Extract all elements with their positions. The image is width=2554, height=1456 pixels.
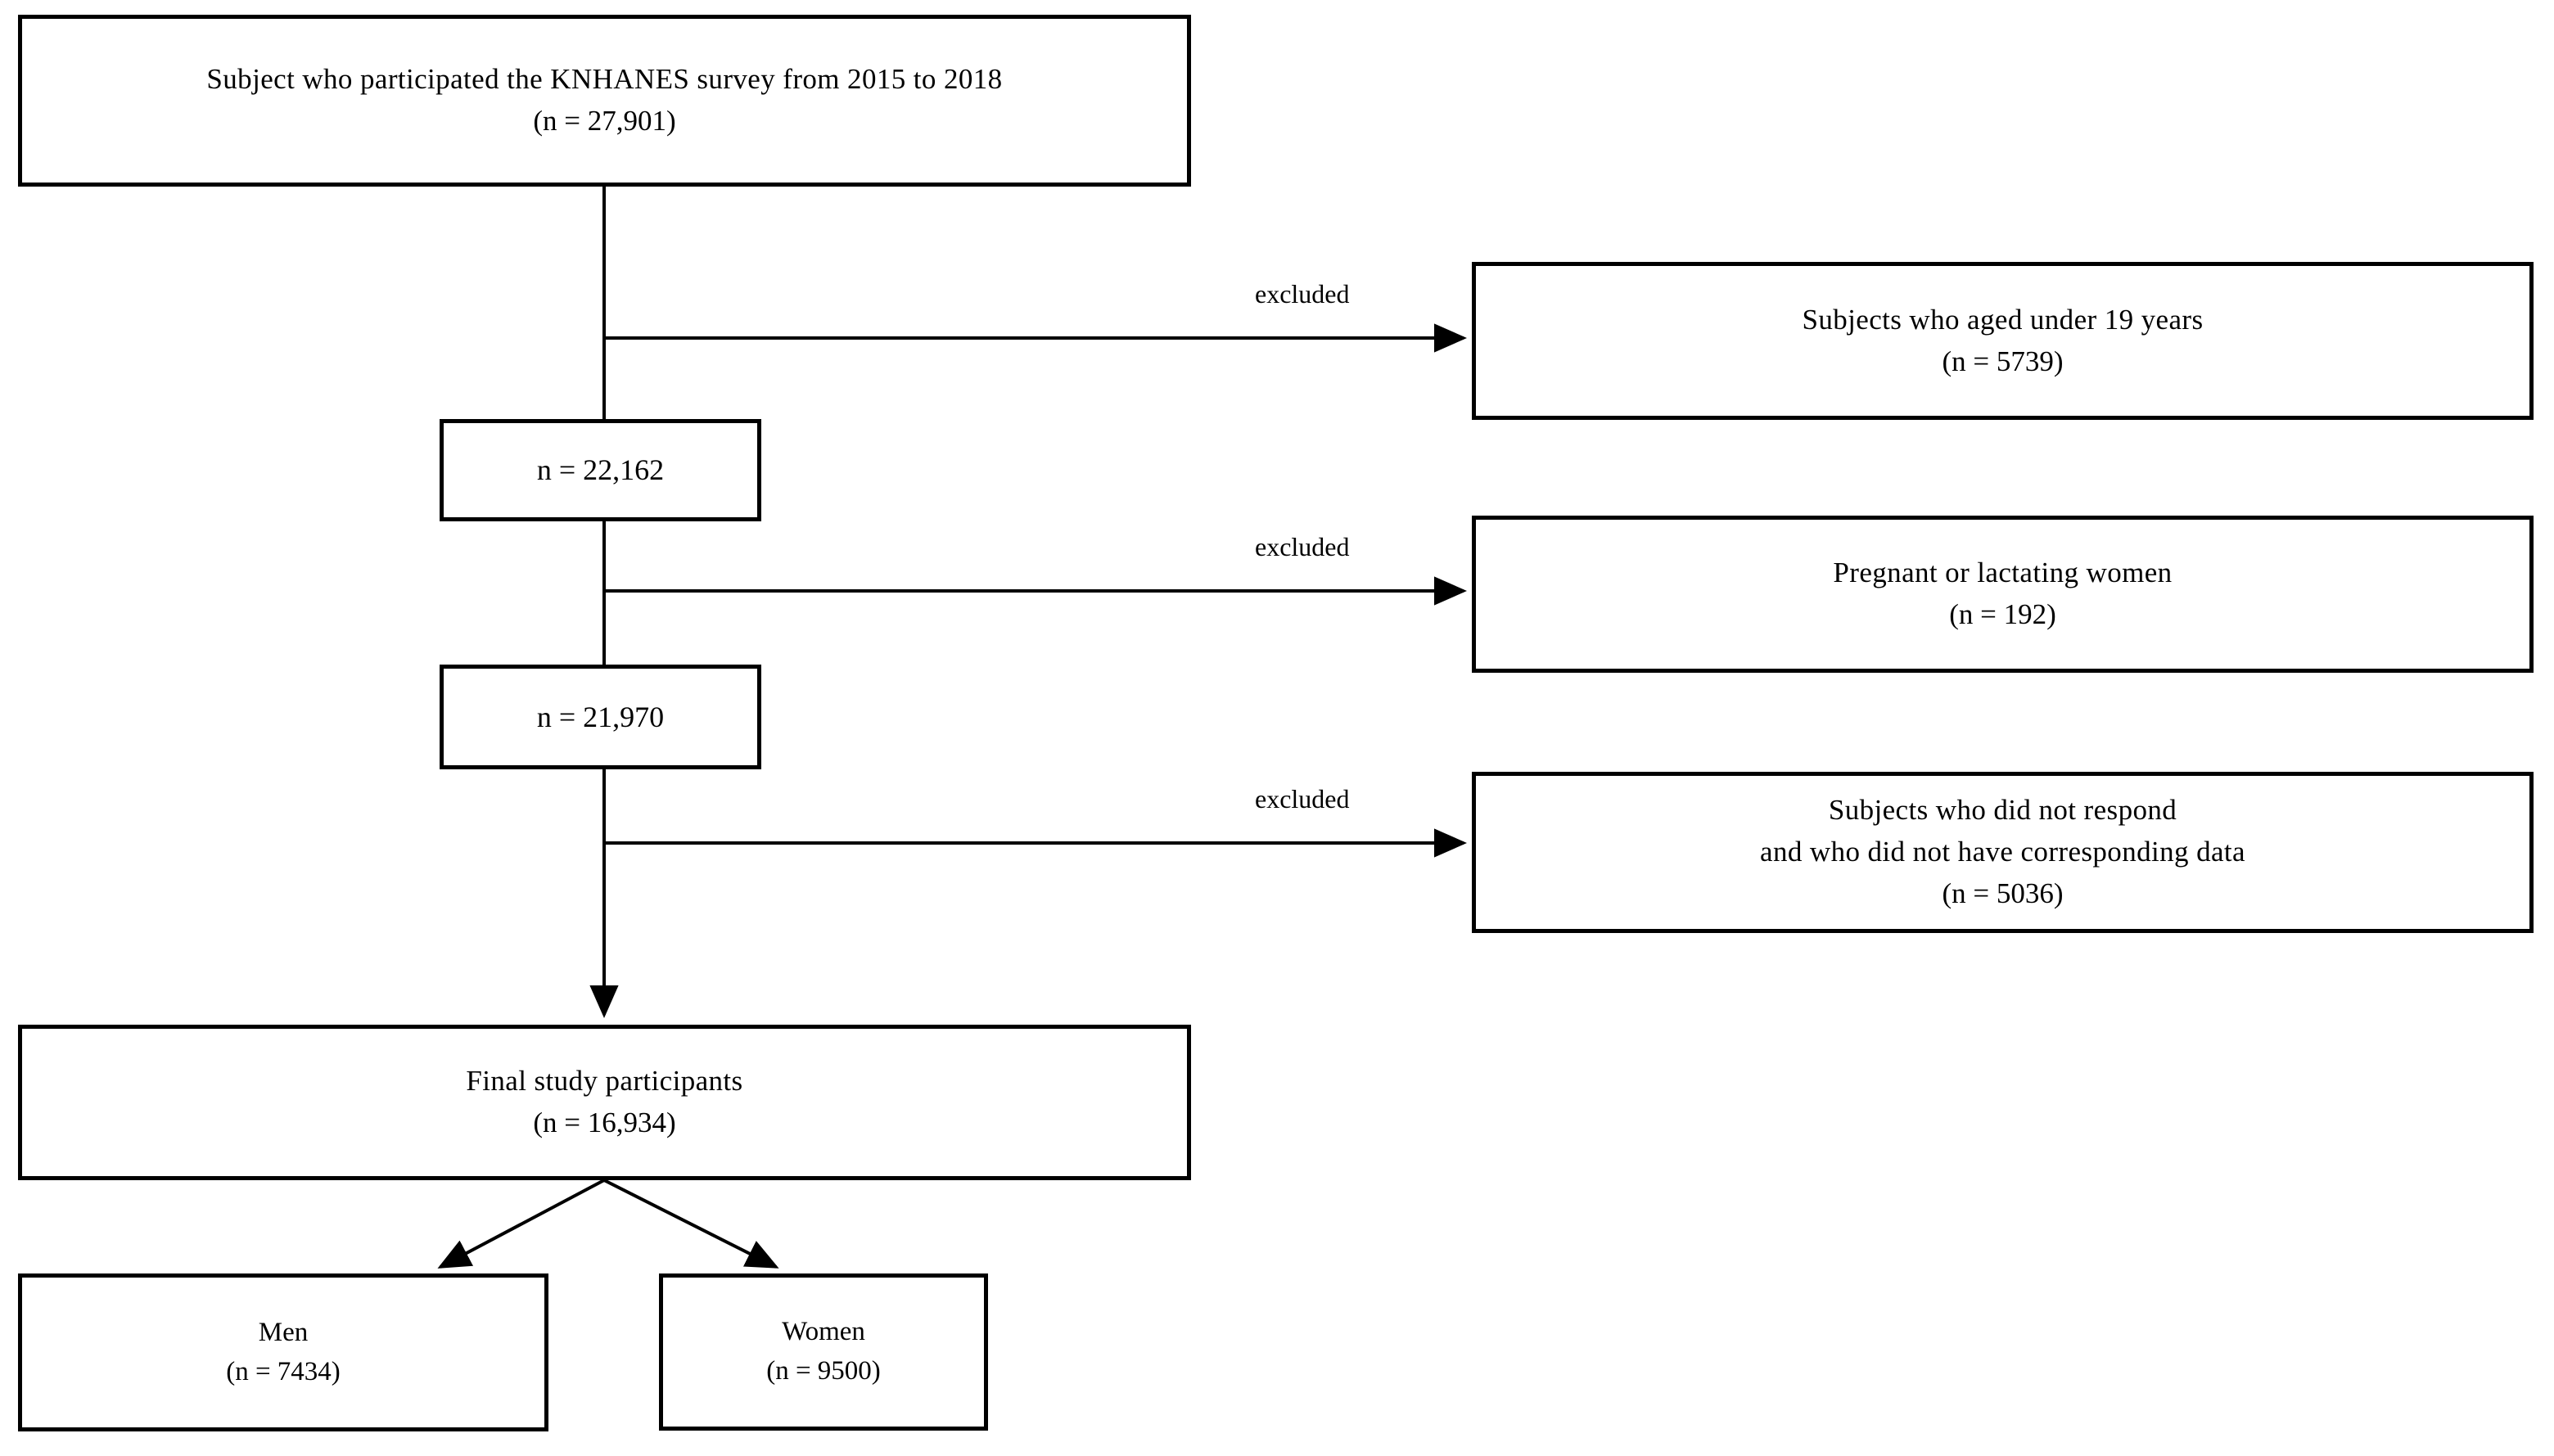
- node-remaining-2-line1: n = 21,970: [536, 700, 665, 733]
- sex-split-connector: [437, 1179, 779, 1269]
- node-source: Subject who participated the KNHANES sur…: [18, 15, 1191, 187]
- node-excluded-age: Subjects who aged under 19 years (n = 57…: [1472, 262, 2534, 420]
- node-excluded-nonresponse-line2: and who did not have corresponding data: [1760, 836, 2245, 868]
- node-women-line1: Women: [782, 1317, 865, 1347]
- node-men-line1: Men: [258, 1317, 309, 1347]
- node-final-line1: Final study participants: [466, 1065, 743, 1098]
- node-remaining-2: n = 21,970: [440, 665, 761, 769]
- node-excluded-nonresponse-line3: (n = 5036): [1942, 877, 2064, 909]
- node-source-line2: (n = 27,901): [533, 105, 676, 137]
- edge-label-excluded-2: excluded: [1255, 532, 1350, 561]
- node-excluded-age-line2: (n = 5739): [1942, 345, 2064, 377]
- node-excluded-pregnant: Pregnant or lactating women (n = 192): [1472, 516, 2534, 673]
- node-excluded-pregnant-line1: Pregnant or lactating women: [1833, 557, 2173, 589]
- node-remaining-1: n = 22,162: [440, 419, 761, 521]
- edge-label-excluded-1: excluded: [1255, 279, 1350, 309]
- node-remaining-1-line1: n = 22,162: [536, 453, 665, 487]
- node-source-line1: Subject who participated the KNHANES sur…: [206, 63, 1003, 96]
- node-men-line2: (n = 7434): [226, 1356, 341, 1386]
- node-men: Men (n = 7434): [18, 1273, 548, 1431]
- node-excluded-age-line1: Subjects who aged under 19 years: [1802, 303, 2204, 336]
- node-excluded-nonresponse-line1: Subjects who did not respond: [1828, 794, 2177, 827]
- node-final-line2: (n = 16,934): [533, 1107, 676, 1138]
- node-women: Women (n = 9500): [659, 1273, 988, 1431]
- node-excluded-pregnant-line2: (n = 192): [1949, 598, 2056, 630]
- node-excluded-nonresponse: Subjects who did not respond and who did…: [1472, 772, 2534, 933]
- node-final: Final study participants (n = 16,934): [18, 1025, 1191, 1180]
- node-women-line2: (n = 9500): [766, 1356, 881, 1386]
- edge-label-excluded-3: excluded: [1255, 784, 1350, 814]
